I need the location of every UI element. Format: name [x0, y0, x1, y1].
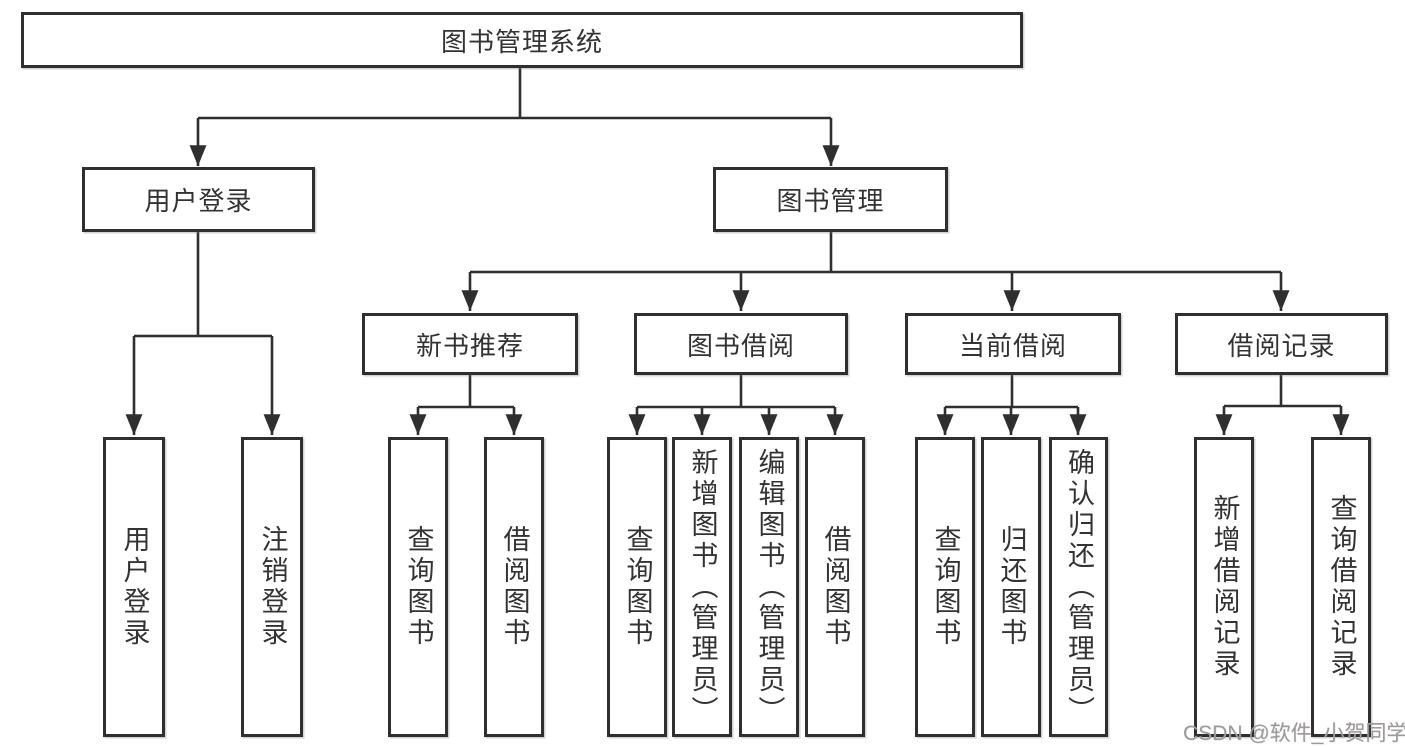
leaf-confirm-return-admin: 确认归还（管理员）: [1049, 437, 1108, 737]
leaf-add-borrow-record: 新增借阅记录: [1194, 437, 1254, 737]
leaf-logout-login: 注销登录: [241, 437, 303, 737]
node-library-management-system: 图书管理系统: [21, 12, 1023, 68]
leaf-label: 新增借阅记录: [1209, 494, 1240, 680]
leaf-label: 借阅图书: [499, 525, 530, 649]
node-label: 用户登录: [144, 186, 253, 216]
node-label: 借阅记录: [1227, 330, 1336, 361]
leaf-label: 新增图书（管理员）: [687, 447, 718, 727]
leaf-label: 查询借阅记录: [1326, 494, 1357, 680]
leaf-borrow-books-recommend: 借阅图书: [484, 437, 544, 737]
node-current-borrowing: 当前借阅: [905, 313, 1121, 375]
leaf-borrow-books: 借阅图书: [805, 437, 865, 737]
node-label: 当前借阅: [958, 330, 1067, 361]
leaf-query-books-current: 查询图书: [915, 437, 975, 737]
node-label: 图书借阅: [686, 330, 795, 361]
csdn-watermark: CSDN @软件_小贺同学: [1183, 722, 1405, 745]
leaf-user-login: 用户登录: [103, 437, 165, 737]
node-label: 新书推荐: [415, 330, 524, 361]
leaf-label: 查询图书: [930, 525, 961, 649]
leaf-query-borrow-record: 查询借阅记录: [1311, 437, 1371, 737]
leaf-label: 用户登录: [119, 525, 150, 649]
leaf-edit-books-admin: 编辑图书（管理员）: [739, 437, 799, 737]
node-label: 图书管理系统: [440, 26, 603, 57]
node-new-book-recommendation: 新书推荐: [362, 313, 578, 375]
leaf-add-books-admin: 新增图书（管理员）: [672, 437, 732, 737]
node-label: 图书管理: [776, 186, 885, 216]
node-user-login: 用户登录: [82, 167, 315, 232]
leaf-label: 编辑图书（管理员）: [754, 447, 785, 727]
node-borrowing-records: 借阅记录: [1175, 313, 1388, 375]
leaf-query-books-borrow: 查询图书: [607, 437, 667, 737]
leaf-label: 确认归还（管理员）: [1064, 447, 1094, 727]
leaf-label: 查询图书: [622, 525, 653, 649]
leaf-label: 查询图书: [403, 525, 434, 649]
leaf-query-books-recommend: 查询图书: [388, 437, 448, 737]
leaf-return-books: 归还图书: [981, 437, 1041, 737]
node-book-borrowing: 图书借阅: [634, 313, 848, 375]
leaf-label: 归还图书: [996, 525, 1027, 649]
leaf-label: 借阅图书: [820, 525, 851, 649]
node-book-management: 图书管理: [713, 167, 948, 232]
leaf-label: 注销登录: [257, 525, 288, 649]
